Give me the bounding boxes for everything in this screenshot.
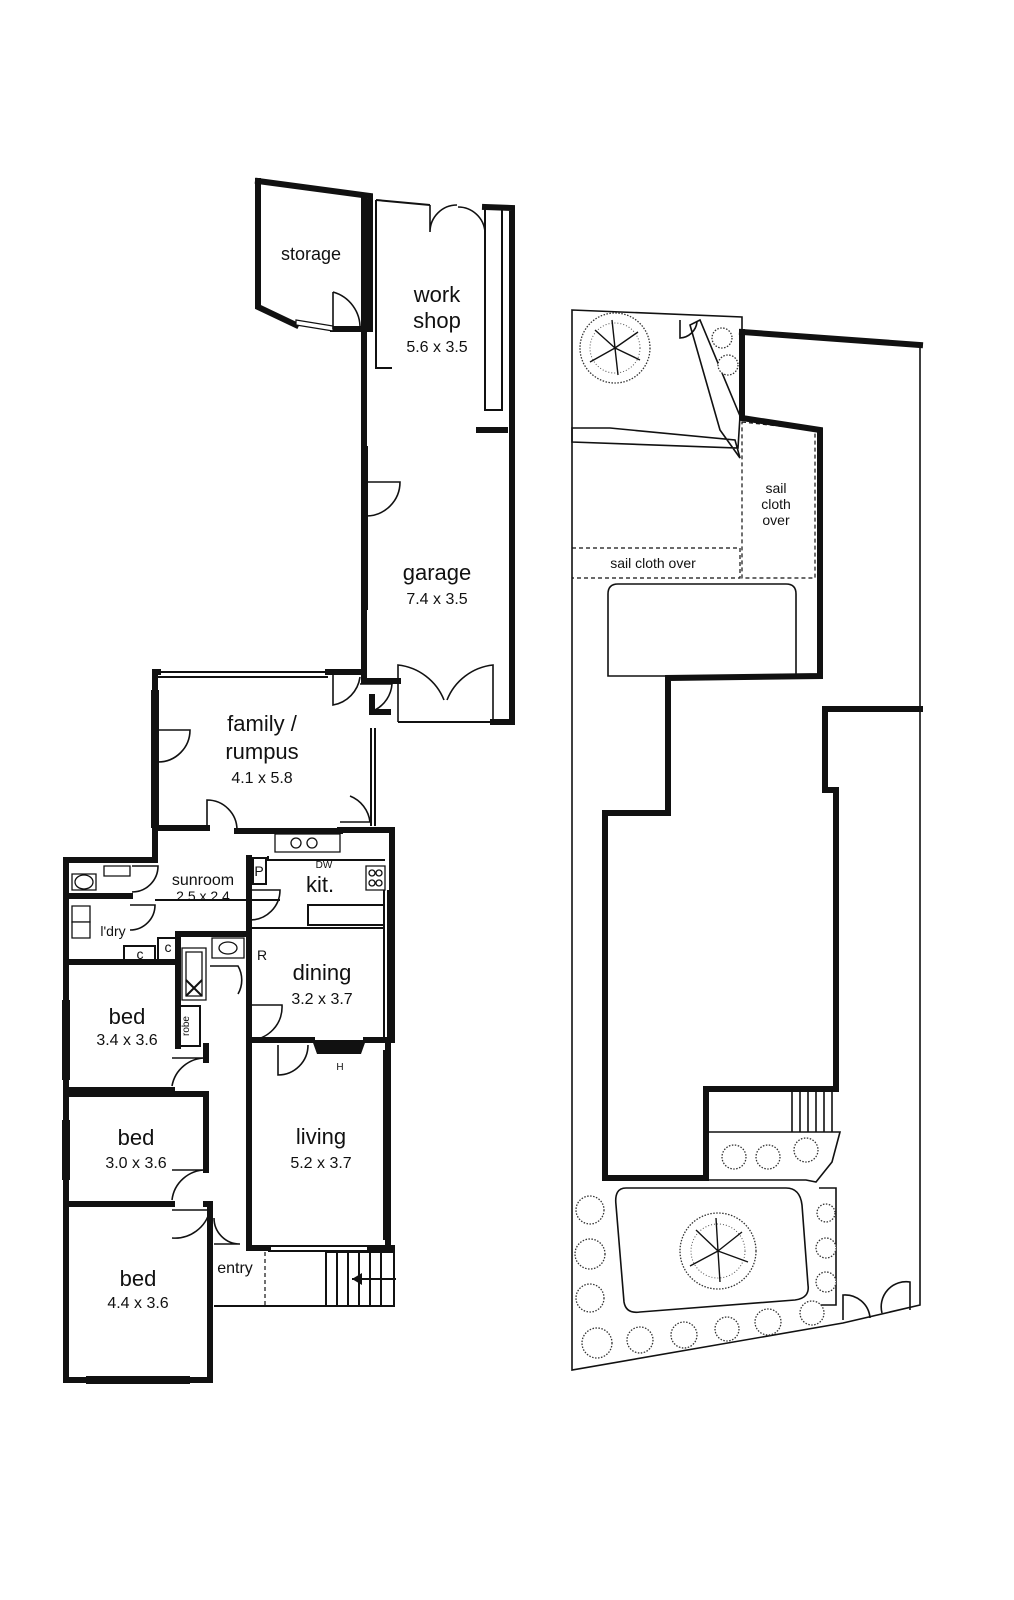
storage-room [254, 177, 373, 332]
workshop-garage [361, 193, 515, 725]
shrubs [574, 327, 837, 1359]
sunroom-label: sunroom [172, 872, 234, 889]
garage-dims: 7.4 x 3.5 [406, 591, 467, 608]
living-label: living [296, 1124, 346, 1149]
bedroom-wing [62, 825, 396, 1384]
family-label-line1: family / [227, 711, 298, 736]
pantry-label: P [254, 863, 263, 879]
floor-plan: storage work shop 5.6 x 3.5 garage 7.4 x… [62, 177, 515, 1384]
living-dims: 5.2 x 3.7 [290, 1155, 351, 1172]
bed1-dims: 3.4 x 3.6 [96, 1032, 157, 1049]
family-dims: 4.1 x 5.8 [231, 770, 292, 787]
family-label-line2: rumpus [225, 739, 298, 764]
bed2-dims: 3.0 x 3.6 [105, 1155, 166, 1172]
dining-dims: 3.2 x 3.7 [291, 991, 352, 1008]
dining-label: dining [293, 960, 352, 985]
workshop-label-line1: work [413, 282, 461, 307]
kitchen-label: kit. [306, 872, 334, 897]
sail-cloth-side-line1: sail [765, 480, 786, 496]
robe-label: robe [181, 1016, 192, 1036]
bed3-label: bed [120, 1266, 157, 1291]
tree-garden [679, 1212, 757, 1290]
sail-cloth-side-line3: over [762, 512, 790, 528]
laundry-label: l'dry [100, 923, 125, 939]
cupboard-label-2: c [165, 939, 172, 955]
kitchen-dining-living [246, 827, 395, 1252]
dishwasher-label: DW [316, 860, 333, 871]
cupboard-label-1: c [137, 946, 144, 962]
sail-cloth-bottom-label: sail cloth over [610, 555, 696, 571]
storage-label: storage [281, 244, 341, 264]
tree-top [579, 312, 651, 384]
room-labels: storage work shop 5.6 x 3.5 garage 7.4 x… [96, 244, 471, 1312]
heater-label: H [336, 1062, 343, 1073]
sunroom-dims: 2.5 x 2.4 [176, 888, 230, 904]
bed3-dims: 4.4 x 3.6 [107, 1295, 168, 1312]
robe-r-label: R [257, 947, 267, 963]
site-plan: sail cloth over sail cloth over [571, 309, 924, 1371]
bed2-label: bed [118, 1125, 155, 1150]
entry-label: entry [217, 1260, 253, 1277]
garage-label: garage [403, 560, 472, 585]
bed1-label: bed [109, 1004, 146, 1029]
sail-cloth-side-line2: cloth [761, 496, 791, 512]
workshop-dims: 5.6 x 3.5 [406, 339, 467, 356]
family-rumpus-room [151, 669, 393, 834]
workshop-label-line2: shop [413, 308, 461, 333]
